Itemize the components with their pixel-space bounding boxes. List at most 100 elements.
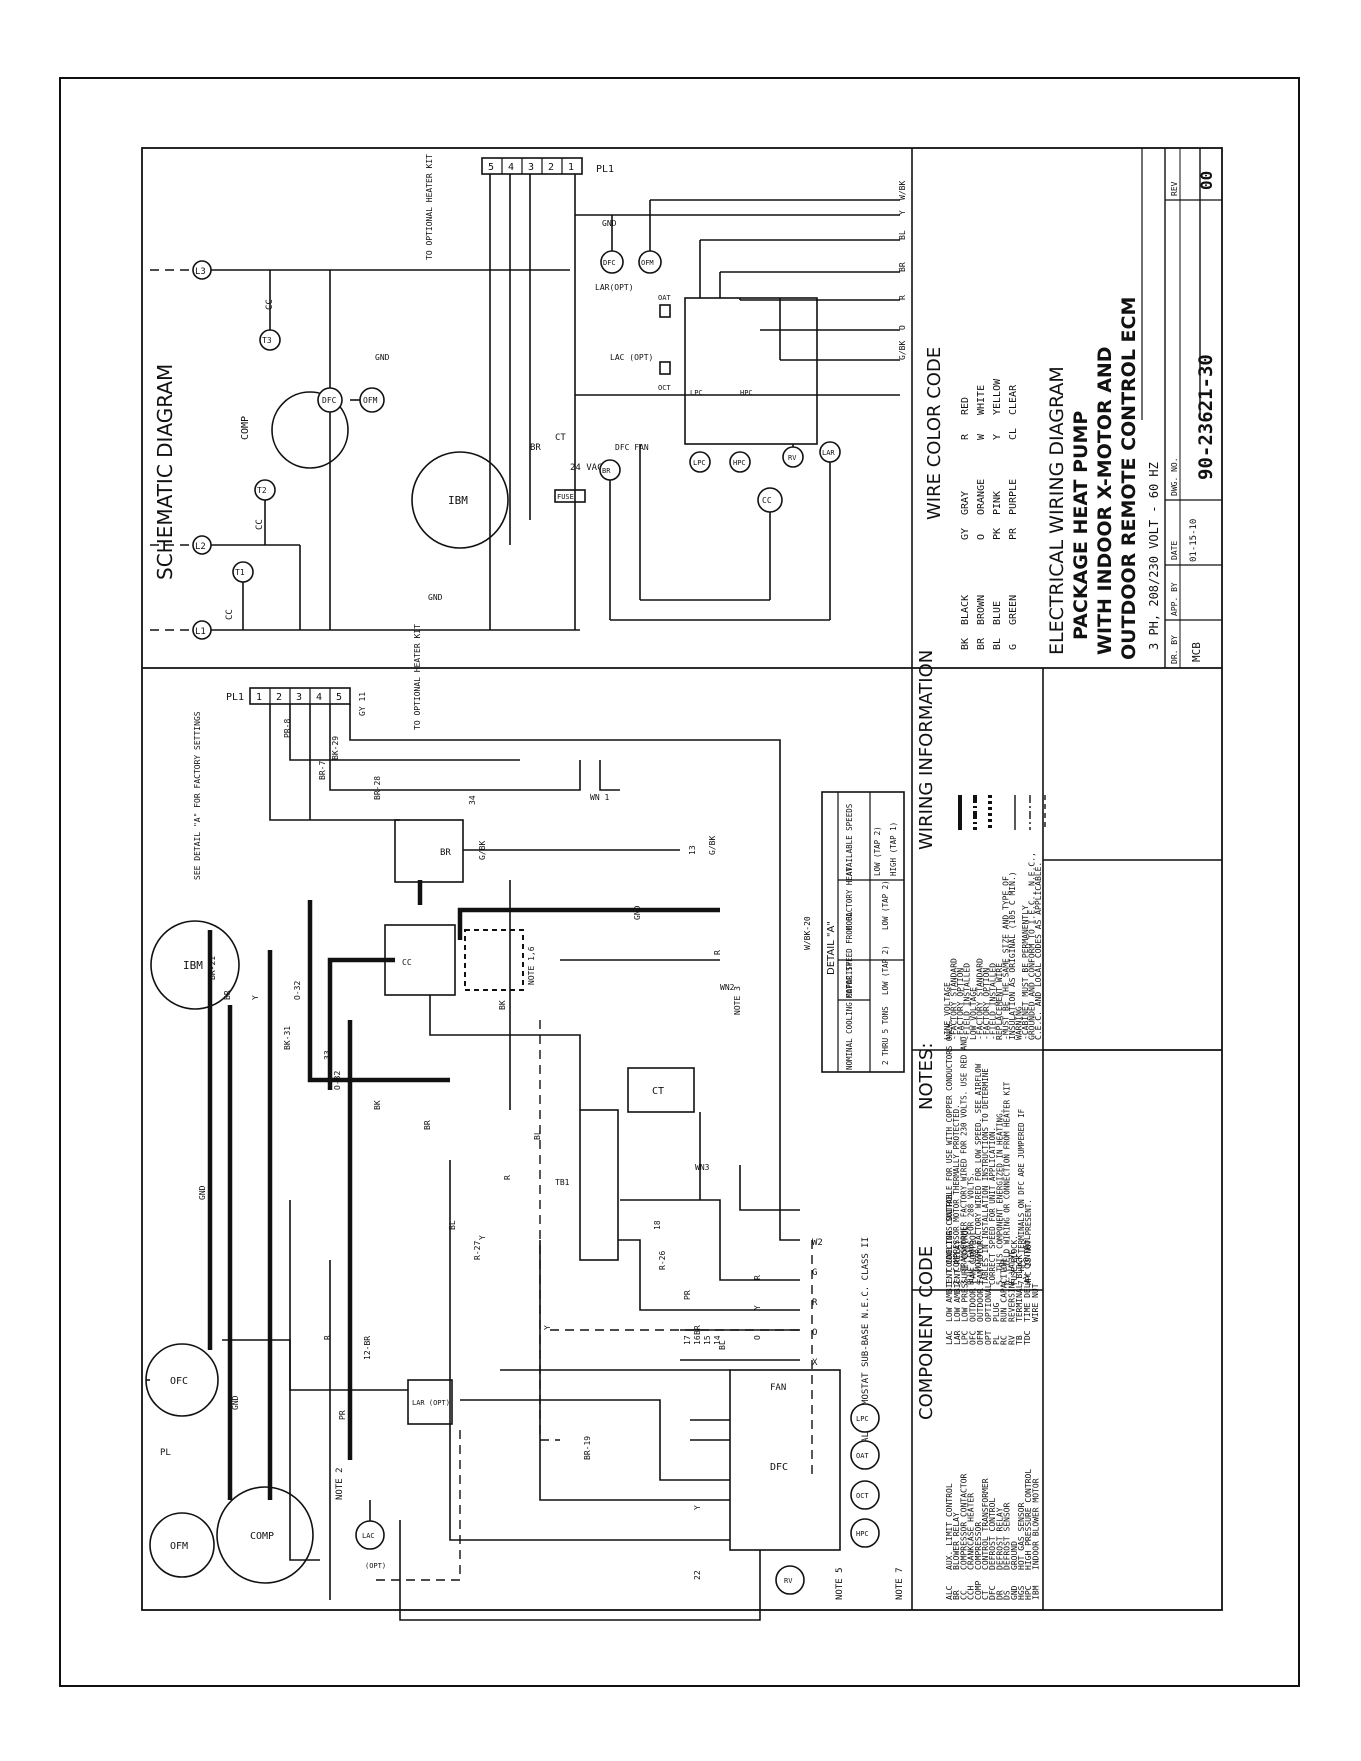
hpc-switch-label: HPC	[733, 459, 746, 467]
component-code-desc: AUX. LIMIT CONTROL	[945, 1483, 954, 1570]
component-code-abbr: ALC	[945, 1585, 954, 1600]
component-code-abbr: PL	[992, 1335, 1001, 1345]
wire-color-abbr: G	[1008, 644, 1019, 650]
wiring-info-line: -FACTORY OPTION	[982, 968, 991, 1040]
wire-color-abbr: BK	[960, 638, 971, 650]
component-code-desc: RUN CAPACITOR	[1000, 1259, 1009, 1322]
detail-r-speeds2: HIGH (TAP 1)	[889, 822, 898, 876]
wire-color-name: GREEN	[1008, 595, 1019, 625]
wiring-info-line: -FIELD INSTALLED	[963, 963, 972, 1040]
wire-label: 17	[683, 1335, 692, 1345]
component-code-abbr: CT	[981, 1590, 990, 1600]
wire-color-abbr: GY	[960, 528, 971, 540]
wire-label: 15	[703, 1335, 712, 1345]
component-code-abbr: CCH	[967, 1585, 976, 1600]
wiring-info-line: REPLACEMENT WIRE	[995, 963, 1004, 1040]
wiring-info-line: LINE VOLTAGE	[943, 982, 952, 1040]
lac-label-w: LAC	[362, 1532, 375, 1540]
wiring-info-line: -MUST BE THE SAME SIZE AND TYPE OF	[1002, 876, 1011, 1040]
component-code-desc: DEFROST RELAY	[995, 1507, 1004, 1570]
wire-color-title: WIRE COLOR CODE	[924, 347, 945, 520]
optional-heater-w: TO OPTIONAL HEATER KIT	[413, 624, 422, 730]
notes-block: NOTES: 1. CONNECTORS SUITABLE FOR USE WI…	[916, 1019, 1033, 1285]
oct-label: OCT	[658, 384, 671, 392]
vac-label: 24 VAC	[570, 463, 603, 473]
detail-r-speeds1: LOW (TAP 2)	[873, 826, 882, 876]
cc-label-3: CC	[225, 609, 235, 620]
lac-opt-label: LAC (OPT)	[610, 353, 653, 362]
wire-label: W/BK-20	[803, 916, 812, 950]
component-code-desc: TIME DELAY CONTROL	[1023, 1235, 1032, 1322]
wire-label: Y	[478, 1235, 487, 1240]
lpc-board-label: LPC	[690, 389, 703, 397]
hpc-board-label: HPC	[740, 389, 753, 397]
gnd-label-w1: GND	[633, 905, 642, 920]
wire-label: BR	[693, 1325, 702, 1335]
component-code-desc: LOW AMBIENT COOLING CONTROL	[945, 1192, 954, 1322]
ct-label-s: CT	[555, 433, 566, 443]
wire-color-abbr: O	[976, 534, 987, 540]
component-code-abbr: GND	[1010, 1585, 1019, 1600]
component-code-abbr: COMP	[974, 1581, 983, 1600]
wiring-info-line: -FACTORY OPTION	[956, 968, 965, 1040]
component-code-abbr: RV	[1007, 1335, 1016, 1345]
wire-color-name: GRAY	[960, 491, 971, 515]
ct-label-w: CT	[652, 1086, 664, 1097]
wn1-label: WN 1	[590, 793, 609, 802]
wire-color-code-block: WIRE COLOR CODE BKBLACKGYGRAYRREDBRBROWN…	[924, 347, 1019, 650]
detail-r-cool: LOW (TAP 2)	[881, 880, 890, 930]
wire-label: Y	[693, 1505, 702, 1510]
wire-color-name: BLUE	[992, 601, 1003, 625]
oat-w: OAT	[856, 1452, 869, 1460]
dfc-board-w	[729, 1369, 841, 1551]
wire-label: BK	[498, 1000, 507, 1010]
tb1-label: TB1	[555, 1178, 570, 1187]
app-by-label: APP. BY	[1170, 582, 1179, 616]
wire-label: BK	[373, 1100, 382, 1110]
title-line5: 3 PH, 208/230 VOLT - 60 HZ	[1147, 462, 1161, 650]
component-code-abbr: DR	[995, 1590, 1004, 1600]
dfc-label-w: DFC	[770, 1462, 788, 1473]
tstat-g: G	[812, 1268, 817, 1278]
comp-label-w: COMP	[250, 1531, 274, 1542]
wire-label: BR-7	[318, 761, 327, 780]
component-code-desc: COMPRESSOR	[974, 1522, 983, 1570]
wiring-info-line: -FIELD INSTALLED	[989, 963, 998, 1040]
gnd-label-s1: GND	[375, 353, 390, 362]
schematic-title: SCHEMATIC DIAGRAM	[153, 364, 177, 580]
component-code-desc: DEFROST SENSOR	[1003, 1502, 1012, 1570]
wire-color-name: YELLOW	[992, 378, 1003, 415]
color-wbk: W/BK	[898, 181, 907, 200]
note-line: FUSE BLOCK.	[1010, 1235, 1019, 1285]
note16-label: NOTE 1,6	[527, 946, 536, 985]
wire-color-name: CLEAR	[1008, 384, 1019, 415]
lar-opt-label-w: LAR (OPT)	[412, 1399, 450, 1407]
pin-2: 2	[548, 162, 554, 173]
dr-by: MCB	[1190, 642, 1203, 662]
wire-color-abbr: PK	[992, 528, 1003, 540]
rev-label: REV	[1170, 181, 1179, 196]
title-line1: ELECTRICAL WIRING DIAGRAM	[1046, 366, 1068, 655]
wire-color-abbr: Y	[992, 434, 1003, 440]
title-line3: WITH INDOOR X-MOTOR AND	[1094, 346, 1116, 655]
control-transformer	[627, 1067, 695, 1113]
component-code-desc: GROUND	[1010, 1541, 1019, 1570]
wiring-info-line: LOW VOLTAGE	[969, 987, 978, 1040]
pin-3: 3	[528, 162, 534, 173]
wire-label: R-26	[658, 1251, 667, 1270]
note-line: 1. CONNECTORS SUITABLE FOR USE WITH COPP…	[945, 1019, 954, 1285]
compressor-w	[216, 1486, 314, 1584]
dr-by-label: DR. BY	[1170, 635, 1179, 664]
ofc-label-w: OFC	[170, 1376, 188, 1387]
wire-label: BK-31	[283, 1026, 292, 1050]
wire-label: 16	[693, 1335, 702, 1345]
wiring-diagram: 1 2 3 4 5 PL1 TO OPTIONAL HEATER KIT SEE…	[145, 624, 905, 1621]
pin-1: 1	[568, 162, 574, 173]
ofm-symbol-label: OFM	[641, 259, 654, 267]
wire-label: G/BK	[478, 841, 487, 860]
fan-label-w: FAN	[770, 1383, 786, 1393]
fuse-label: FUSE	[557, 493, 574, 501]
wpin-5: 5	[336, 692, 342, 703]
component-code-desc: HIGH PRESSURE CONTROL	[1024, 1469, 1033, 1570]
